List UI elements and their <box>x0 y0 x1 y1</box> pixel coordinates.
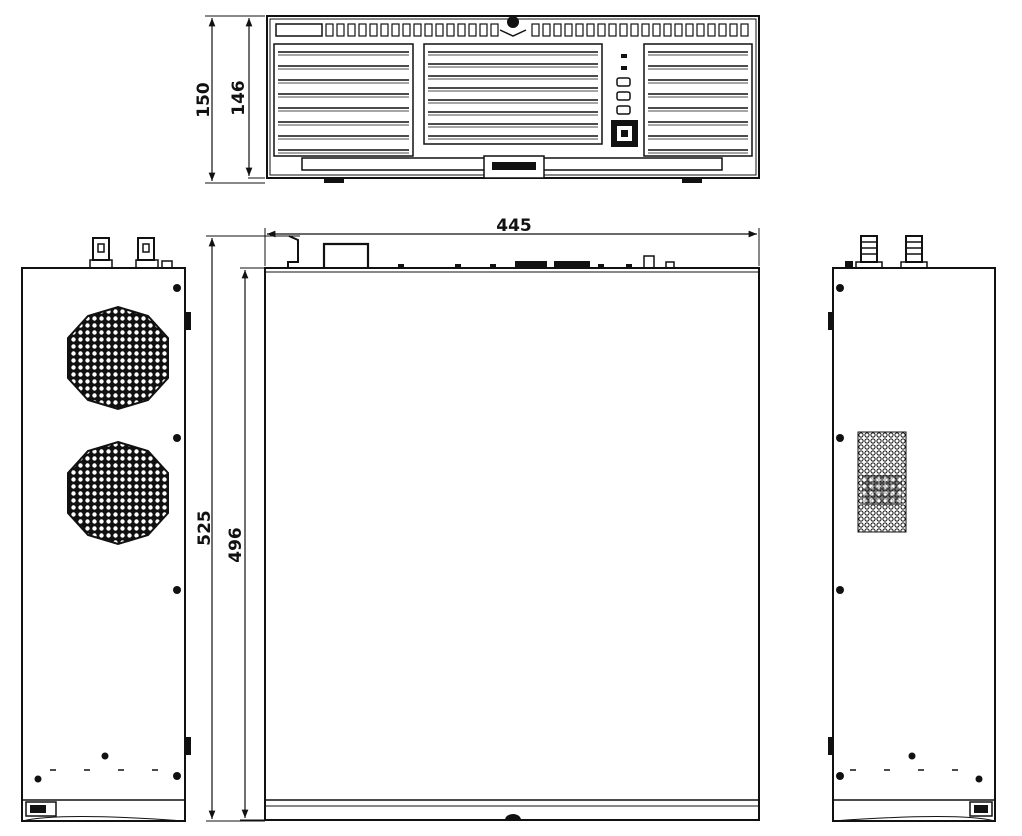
dimension-body-height: 146 <box>229 15 265 179</box>
foot <box>682 178 702 183</box>
right-side-view <box>828 235 996 822</box>
front-top-slots <box>275 16 749 37</box>
drive-bay-left <box>273 43 414 157</box>
fan-grille-icon <box>67 440 169 546</box>
hdmi-port-icon <box>554 261 590 268</box>
dimension-overall-height: 150 <box>194 15 265 184</box>
rear-connectors <box>287 235 675 269</box>
dim-label-width: 445 <box>496 216 532 236</box>
dimension-width: 445 <box>264 216 760 266</box>
foot <box>324 178 344 183</box>
antenna-connectors <box>845 235 928 269</box>
handle-icon <box>322 242 370 268</box>
front-control-panel <box>611 54 638 147</box>
connector-icon <box>137 237 155 261</box>
left-side-view <box>21 237 191 822</box>
dim-label-overall-height: 150 <box>194 82 214 118</box>
front-view <box>266 15 760 183</box>
power-knob-icon <box>507 16 519 28</box>
fan-grille-icon <box>67 305 169 411</box>
vga-port-icon <box>515 261 547 268</box>
dim-label-overall-depth: 525 <box>195 510 215 546</box>
dimension-body-depth: 496 <box>226 267 265 821</box>
dimension-overall-depth: 525 <box>195 235 300 822</box>
connector-icon <box>92 237 110 261</box>
top-view <box>264 235 760 821</box>
drive-bay-center <box>423 43 603 145</box>
dim-label-body-depth: 496 <box>226 527 246 563</box>
dim-label-body-height: 146 <box>229 80 249 116</box>
drive-bay-right <box>643 43 753 157</box>
